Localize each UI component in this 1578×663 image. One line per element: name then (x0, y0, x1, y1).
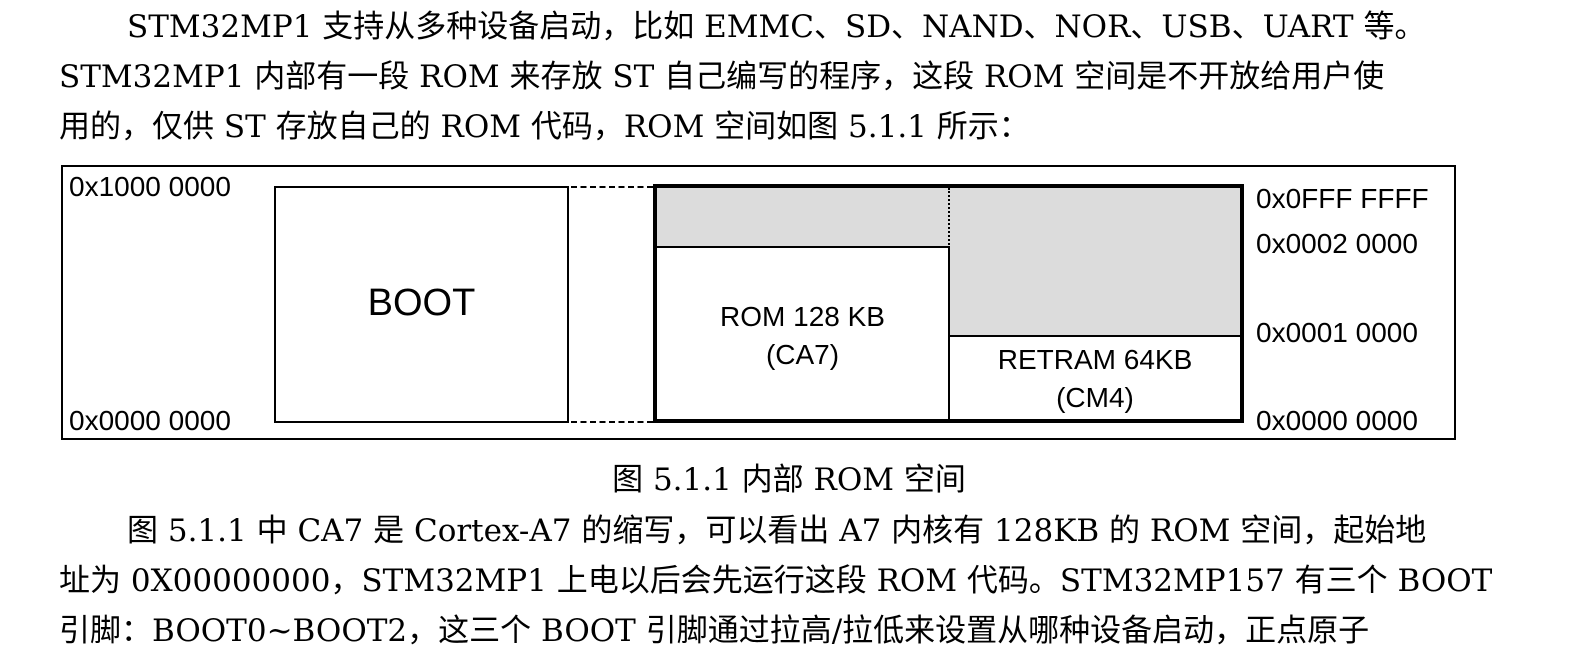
dotted-divider (948, 188, 950, 248)
paragraph2-line3: 引脚：BOOT0~BOOT2，这三个 BOOT 引脚通过拉高/拉低来设置从哪种设… (59, 613, 1370, 649)
paragraph1-line1: STM32MP1 支持从多种设备启动，比如 EMMC、SD、NAND、NOR、U… (127, 9, 1426, 45)
paragraph2-line2: 址为 0X00000000，STM32MP1 上电以后会先运行这段 ROM 代码… (59, 563, 1493, 599)
bottom-dashed-connector (571, 421, 653, 423)
rom-label-line2: (CA7) (765, 339, 840, 370)
right-address-64kb: 0x0001 0000 (1256, 317, 1418, 348)
rom-128kb-region: ROM 128 KB (CA7) (657, 246, 950, 419)
right-address-128kb: 0x0002 0000 (1256, 228, 1418, 259)
paragraph2-line1: 图 5.1.1 中 CA7 是 Cortex-A7 的缩写，可以看出 A7 内核… (127, 513, 1427, 549)
rom-memory-map-figure: 0x1000 0000 0x0000 0000 BOOT ROM 128 KB … (61, 165, 1456, 440)
left-top-address: 0x1000 0000 (69, 171, 231, 202)
paragraph1-line2: STM32MP1 内部有一段 ROM 来存放 ST 自己编写的程序，这段 ROM… (59, 59, 1385, 95)
retram-64kb-region: RETRAM 64KB (CM4) (950, 335, 1240, 419)
paragraph1-line3: 用的，仅供 ST 存放自己的 ROM 代码，ROM 空间如图 5.1.1 所示： (59, 109, 1030, 145)
boot-label: BOOT (367, 282, 476, 324)
rom-label-line1: ROM 128 KB (720, 301, 885, 332)
figure-caption: 图 5.1.1 内部 ROM 空间 (612, 462, 966, 498)
right-address-bottom: 0x0000 0000 (1256, 405, 1418, 436)
right-address-top: 0x0FFF FFFF (1256, 183, 1429, 214)
boot-region-box: BOOT (274, 186, 569, 423)
retram-label-line1: RETRAM 64KB (997, 344, 1193, 375)
rom-map-frame: ROM 128 KB (CA7) RETRAM 64KB (CM4) (653, 184, 1244, 423)
left-bottom-address: 0x0000 0000 (69, 405, 231, 436)
retram-label-line2: (CM4) (1056, 382, 1134, 413)
top-dashed-connector (571, 186, 653, 188)
